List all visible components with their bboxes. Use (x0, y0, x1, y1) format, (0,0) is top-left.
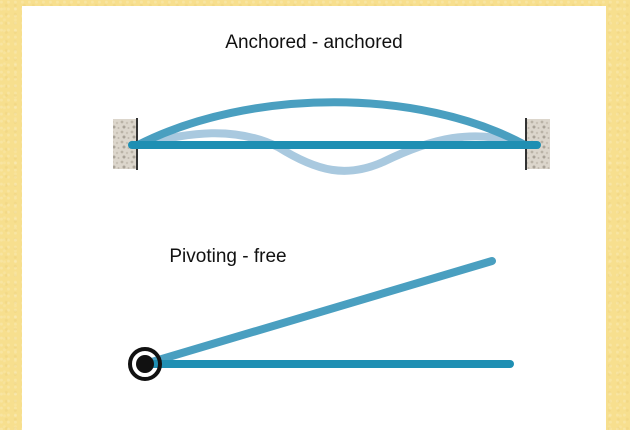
pivot-raised-beam (141, 257, 496, 368)
anchored-anchored-section (113, 98, 550, 175)
pivoting-free-section (128, 257, 514, 381)
higher-mode-wave-beam (134, 129, 529, 175)
pivot-ring-icon (128, 347, 162, 381)
pivoting-free-title: Pivoting - free (169, 246, 287, 267)
pivot-center-icon (136, 355, 154, 373)
anchored-anchored-title: Anchored - anchored (225, 32, 403, 53)
diagram-panel: Anchored - anchored Pivoting - free (22, 6, 606, 430)
arched-mode-beam (134, 98, 529, 149)
